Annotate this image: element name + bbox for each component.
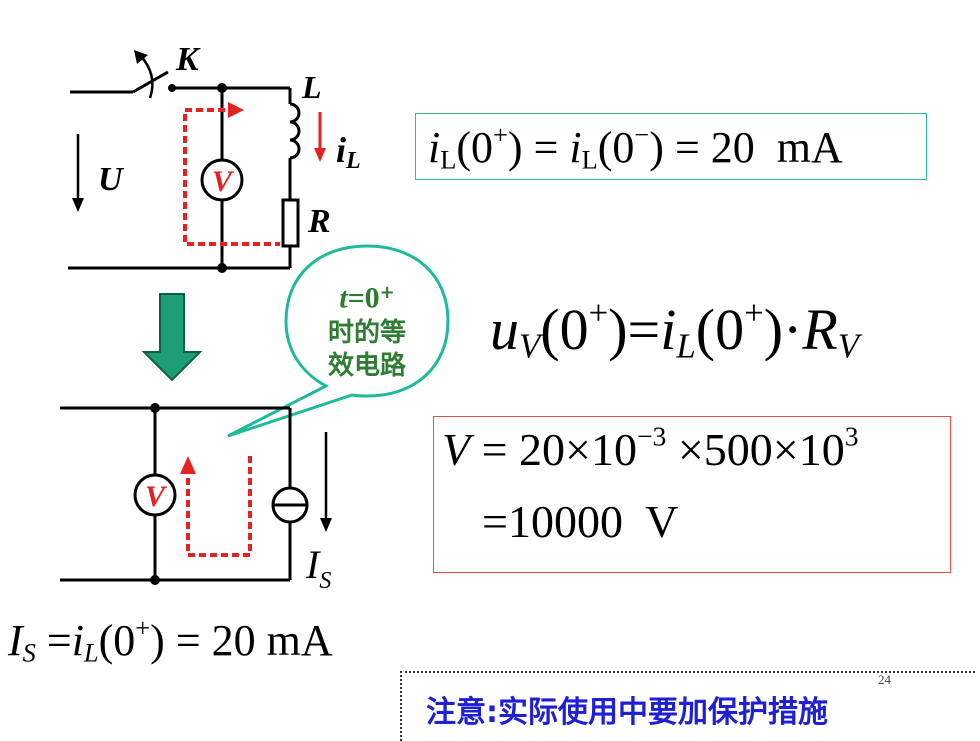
numeric-line-1: V = 20×10−3 ×500×103 bbox=[442, 420, 859, 475]
bottom-dotted-current-path bbox=[186, 456, 252, 557]
switch-blade bbox=[132, 70, 169, 94]
junction-dot-bottom bbox=[217, 263, 227, 273]
note-box: 注意:实际使用中要加保护措施 bbox=[400, 671, 975, 741]
switch-label-k: K bbox=[175, 41, 201, 78]
junction-dot-top bbox=[217, 83, 227, 93]
bottom-junction-bottom bbox=[150, 575, 160, 585]
equivalent-down-arrow bbox=[141, 293, 203, 382]
voltage-label-u: U bbox=[98, 161, 125, 198]
top-dotted-arrow-head bbox=[228, 102, 244, 118]
bottom-voltmeter bbox=[133, 473, 177, 517]
initial-current-equation: iL(0+) = iL(0−) = 20 mA bbox=[428, 119, 843, 175]
voltmeter-voltage-equation: uV(0+)=iL(0+)·RV bbox=[490, 293, 860, 366]
bubble-line-1: t=0+ bbox=[339, 281, 395, 315]
il-arrow-head bbox=[314, 148, 326, 162]
switch-contact-dot bbox=[168, 84, 176, 92]
numeric-result-box: V = 20×10−3 ×500×103 =10000 V bbox=[433, 416, 951, 573]
numeric-line-2: =10000 V bbox=[482, 496, 679, 547]
top-voltmeter bbox=[200, 158, 244, 202]
top-voltmeter-label: V bbox=[212, 165, 235, 198]
initial-current-equation-box: iL(0+) = iL(0−) = 20 mA bbox=[415, 113, 927, 180]
inductor-coil bbox=[289, 102, 301, 160]
bubble-caption: t=0+ 时的等 效电路 bbox=[292, 276, 442, 383]
switch-arrow-head bbox=[134, 50, 148, 64]
source-label-is: IS bbox=[305, 542, 331, 594]
speech-bubble bbox=[227, 244, 450, 438]
top-dotted-current-path bbox=[183, 108, 280, 246]
page-number: 24 bbox=[878, 672, 891, 687]
is-arrow-head bbox=[320, 518, 332, 532]
bottom-dotted-arrow-head bbox=[180, 456, 196, 474]
u-arrow-head bbox=[72, 198, 84, 212]
resistor-label-r: R bbox=[307, 203, 331, 240]
source-current-equation: IS =iL(0+) = 20 mA bbox=[8, 612, 333, 668]
bottom-junction-top bbox=[150, 403, 160, 413]
bottom-voltmeter-label: V bbox=[145, 480, 168, 513]
inductor-label-l: L bbox=[301, 69, 322, 105]
note-text: 注意:实际使用中要加保护措施 bbox=[426, 695, 828, 730]
switch-arc-arrow bbox=[139, 54, 154, 99]
current-label-il: iL bbox=[336, 130, 361, 174]
bubble-line-3: 效电路 bbox=[327, 350, 406, 381]
bubble-line-2: 时的等 bbox=[327, 317, 406, 348]
resistor bbox=[281, 198, 300, 248]
